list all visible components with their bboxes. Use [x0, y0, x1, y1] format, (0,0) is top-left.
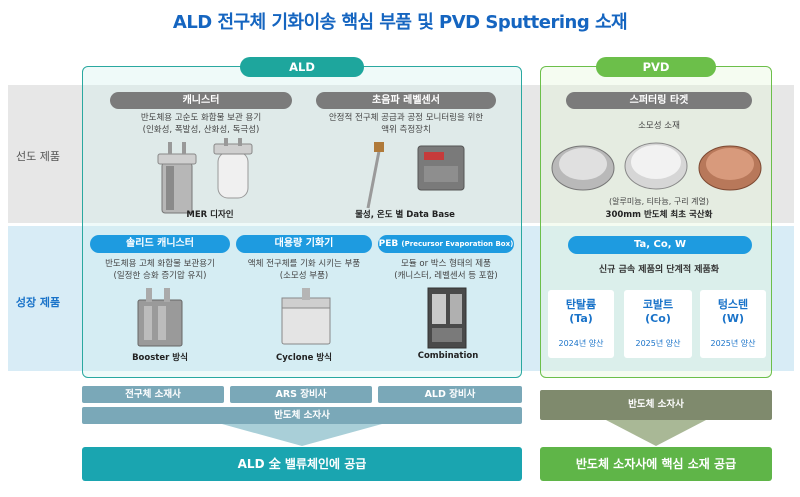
solid-canister-desc-1: 반도체용 고체 화합물 보관용기 — [105, 259, 215, 269]
pvd-customer: 반도체 소자사 — [540, 390, 772, 420]
solid-canister-caption: Booster 방식 — [132, 353, 188, 363]
ald-arrow — [222, 424, 382, 446]
vaporizer-caption: Cyclone 방식 — [276, 353, 332, 363]
ald-label: ALD — [240, 57, 364, 77]
metal-name: 코발트 — [642, 298, 674, 311]
metal-name: 탄탈륨 — [565, 298, 597, 311]
customer-ars: ARS 장비사 — [230, 386, 372, 403]
canister-image — [157, 138, 253, 214]
peb-name: PEB — [378, 239, 399, 249]
solid-canister-label: 솔리드 캐니스터 — [90, 235, 230, 253]
canister-label: 캐니스터 — [110, 92, 292, 109]
metal-symbol: (Co) — [645, 312, 671, 325]
target-caption: 300mm 반도체 최초 국산화 — [605, 210, 713, 220]
canister-desc-2: (인화성, 폭발성, 산화성, 독극성) — [142, 125, 260, 135]
metal-year: 2024년 양산 — [558, 339, 604, 348]
pvd-arrow — [606, 420, 706, 446]
peb-caption: Combination — [417, 351, 479, 361]
customer-semiconductor: 반도체 소자사 — [82, 407, 522, 424]
metal-year: 2025년 양산 — [710, 339, 756, 348]
target-image — [551, 142, 762, 191]
peb-image — [427, 287, 467, 349]
canister-caption: MER 디자인 — [186, 210, 234, 220]
vaporizer-desc-2: (소모성 부품) — [279, 271, 329, 281]
vaporizer-image — [281, 288, 331, 345]
sensor-label: 초음파 레벨센서 — [316, 92, 496, 109]
sensor-caption: 물성, 온도 별 Data Base — [355, 210, 455, 220]
peb-label: PEB (Precursor Evaporation Box) — [378, 235, 514, 253]
peb-name-sub: (Precursor Evaporation Box) — [401, 240, 514, 248]
row-label-growth: 성장 제품 — [15, 296, 61, 309]
sensor-desc-1: 안정적 전구체 공급과 공정 모니터링을 위한 — [328, 113, 484, 123]
ald-bottom-banner: ALD 全 밸류체인에 공급 — [82, 447, 522, 481]
metal-name: 텅스텐 — [717, 298, 749, 311]
vaporizer-desc-1: 액체 전구체를 기화 시키는 부품 — [247, 259, 361, 269]
metal-card-w: 텅스텐 (W) 2025년 양산 — [700, 290, 766, 358]
target-label: 스퍼터링 타겟 — [566, 92, 752, 109]
pvd-label: PVD — [596, 57, 716, 77]
pvd-bottom-banner: 반도체 소자사에 핵심 소재 공급 — [540, 447, 772, 481]
page-title: ALD 전구체 기화이송 핵심 부품 및 PVD Sputtering 소재 — [172, 12, 628, 33]
solid-canister-image — [137, 288, 183, 347]
metal-symbol: (W) — [721, 312, 745, 325]
customer-ald-equipment: ALD 장비사 — [378, 386, 522, 403]
metal-card-ta: 탄탈륨 (Ta) 2024년 양산 — [548, 290, 614, 358]
sensor-image — [366, 142, 465, 209]
solid-canister-desc-2: (일정한 승화 증기압 유지) — [113, 271, 207, 281]
vaporizer-label: 대용량 기화기 — [236, 235, 372, 253]
metals-label: Ta, Co, W — [568, 236, 752, 254]
metal-symbol: (Ta) — [569, 312, 593, 325]
metal-year: 2025년 양산 — [635, 339, 681, 348]
canister-desc-1: 반도체용 고순도 화합물 보관 용기 — [140, 113, 262, 123]
peb-desc-1: 모듈 or 박스 형태의 제품 — [401, 259, 491, 269]
customer-precursor: 전구체 소재사 — [82, 386, 224, 403]
metal-card-co: 코발트 (Co) 2025년 양산 — [624, 290, 692, 358]
peb-desc-2: (캐니스터, 레벨센서 등 포함) — [394, 271, 498, 281]
target-desc: 소모성 소재 — [638, 121, 680, 131]
sensor-desc-2: 액위 측정장치 — [381, 125, 431, 135]
target-note: (알루미늄, 티타늄, 구리 계열) — [609, 197, 709, 206]
row-label-lead: 선도 제품 — [16, 150, 60, 163]
metals-desc: 신규 금속 제품의 단계적 제품화 — [598, 265, 720, 275]
